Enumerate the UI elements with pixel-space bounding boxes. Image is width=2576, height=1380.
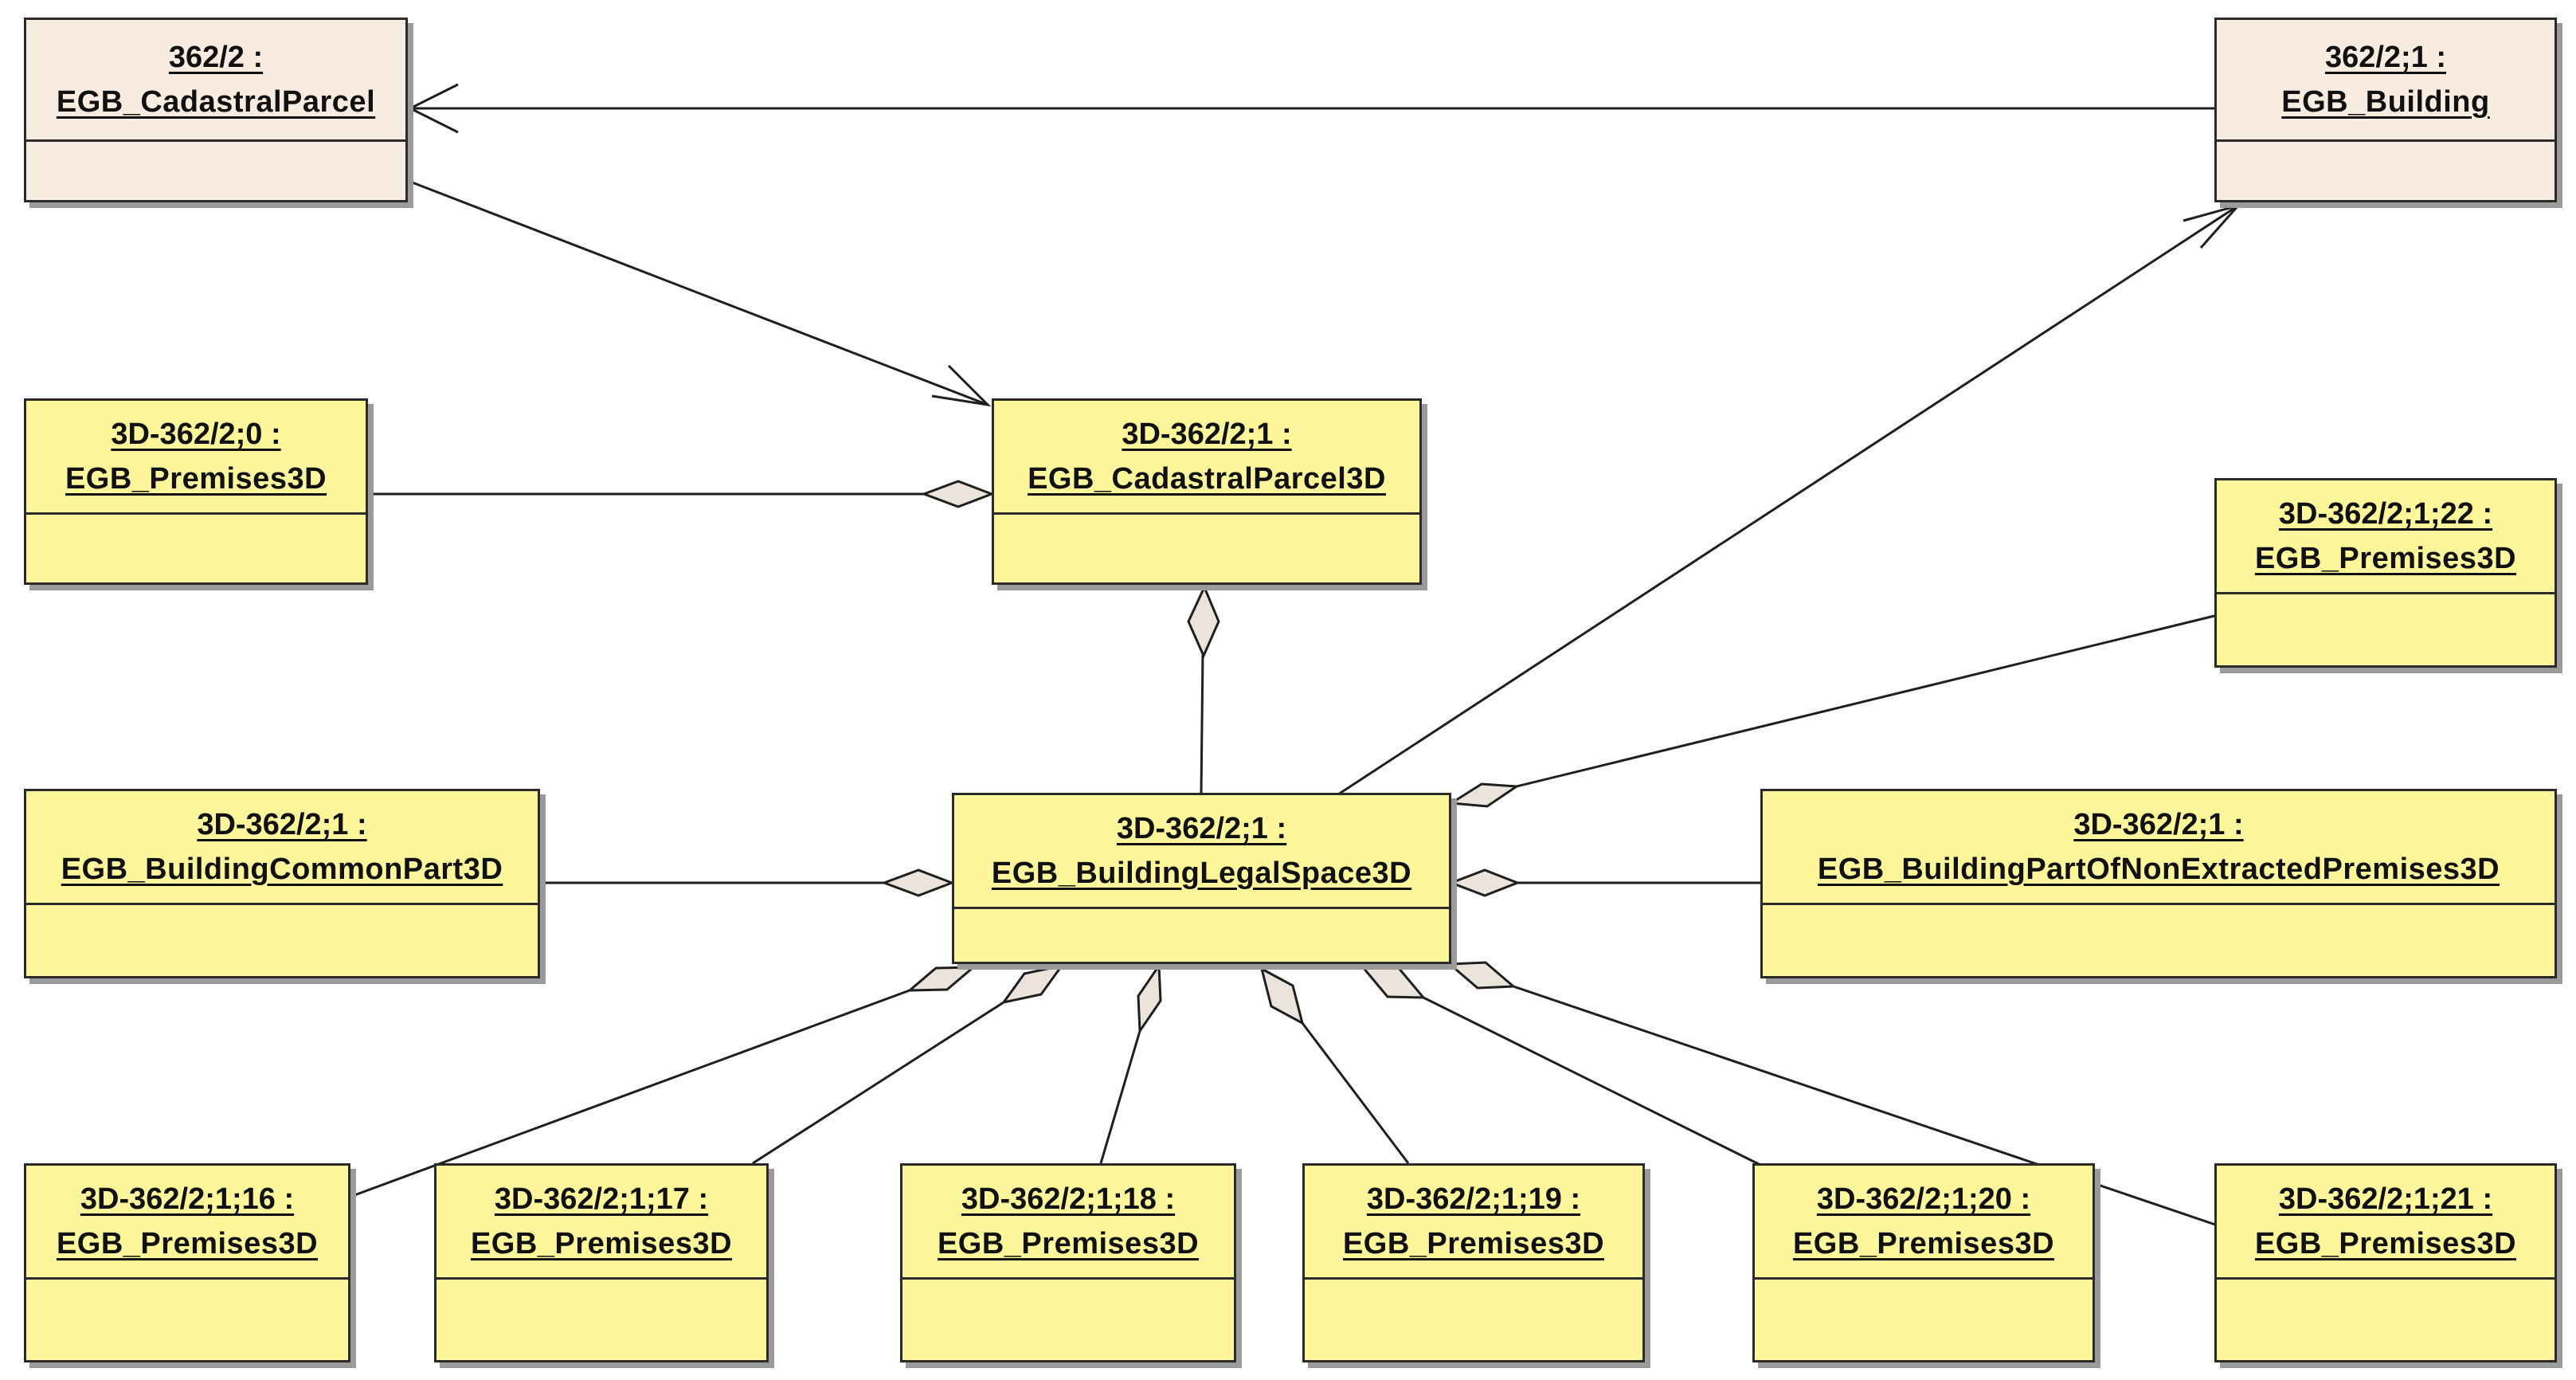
node-header: 3D-362/2;1;18 : EGB_Premises3D [902, 1166, 1234, 1280]
node-premises-16[interactable]: 3D-362/2;1;16 : EGB_Premises3D [24, 1163, 350, 1362]
object-class: EGB_Premises3D [56, 1227, 319, 1260]
object-class: EGB_Building [2281, 85, 2490, 119]
node-header: 3D-362/2;1 : EGB_BuildingCommonPart3D [26, 791, 538, 905]
node-header: 362/2;1 : EGB_Building [2217, 20, 2554, 142]
object-class: EGB_Premises3D [2254, 542, 2517, 575]
object-id: 3D-362/2;1 : [1116, 812, 1287, 845]
node-premises-17[interactable]: 3D-362/2;1;17 : EGB_Premises3D [434, 1163, 769, 1362]
node-premises-18[interactable]: 3D-362/2;1;18 : EGB_Premises3D [900, 1163, 1236, 1362]
node-cadastral-parcel[interactable]: 362/2 : EGB_CadastralParcel [24, 18, 408, 202]
node-building-common-part-3d[interactable]: 3D-362/2;1 : EGB_BuildingCommonPart3D [24, 789, 540, 978]
object-id: 3D-362/2;1;19 : [1366, 1182, 1581, 1216]
object-id: 3D-362/2;1 : [2073, 808, 2244, 841]
node-header: 3D-362/2;1 : EGB_BuildingLegalSpace3D [954, 795, 1449, 909]
edge-premises21-to-legalspace[interactable] [1447, 961, 2223, 1229]
node-header: 3D-362/2;1 : EGB_CadastralParcel3D [994, 401, 1419, 515]
object-class: EGB_BuildingLegalSpace3D [991, 857, 1412, 890]
object-id: 3D-362/2;1 : [1122, 418, 1292, 451]
node-header: 3D-362/2;1;19 : EGB_Premises3D [1305, 1166, 1642, 1280]
edge-premises22-to-legalspace[interactable] [1447, 614, 2215, 808]
object-id: 3D-362/2;1 : [197, 808, 367, 841]
node-header: 3D-362/2;1;21 : EGB_Premises3D [2217, 1166, 2554, 1280]
node-building-part-non-extracted-3d[interactable]: 3D-362/2;1 : EGB_BuildingPartOfNonExtrac… [1760, 789, 2557, 978]
edge-legalspace-to-parcel3d[interactable] [1187, 584, 1220, 794]
node-premises-0[interactable]: 3D-362/2;0 : EGB_Premises3D [24, 398, 368, 585]
object-class: EGB_CadastralParcel3D [1028, 462, 1386, 496]
object-id: 362/2;1 : [2324, 41, 2447, 74]
edge-premises17-to-legalspace[interactable] [752, 963, 1065, 1165]
object-class: EGB_Premises3D [470, 1227, 733, 1260]
object-id: 3D-362/2;1;22 : [2278, 497, 2493, 531]
edge-premises20-to-legalspace[interactable] [1360, 966, 1761, 1166]
node-header: 3D-362/2;1;17 : EGB_Premises3D [437, 1166, 766, 1280]
node-header: 3D-362/2;1;22 : EGB_Premises3D [2217, 480, 2554, 594]
edge-building-to-parcel[interactable] [407, 83, 2214, 134]
edge-commonpart-to-legalspace[interactable] [540, 868, 956, 897]
node-cadastral-parcel-3d[interactable]: 3D-362/2;1 : EGB_CadastralParcel3D [992, 398, 1422, 585]
edge-premises16-to-legalspace[interactable] [354, 966, 977, 1197]
object-class: EGB_Premises3D [2254, 1227, 2517, 1260]
node-header: 3D-362/2;0 : EGB_Premises3D [26, 401, 366, 515]
node-building-legal-space-3d[interactable]: 3D-362/2;1 : EGB_BuildingLegalSpace3D [952, 793, 1451, 964]
object-class: EGB_Premises3D [937, 1227, 1200, 1260]
object-id: 3D-362/2;1;16 : [80, 1182, 295, 1216]
edge-parcel-to-parcel3d[interactable] [409, 180, 992, 407]
object-id: 362/2 : [168, 41, 264, 74]
node-header: 3D-362/2;1;16 : EGB_Premises3D [26, 1166, 348, 1280]
node-premises-22[interactable]: 3D-362/2;1;22 : EGB_Premises3D [2214, 478, 2557, 668]
edge-premises19-to-legalspace[interactable] [1259, 966, 1410, 1164]
object-id: 3D-362/2;0 : [111, 418, 281, 451]
object-id: 3D-362/2;1;18 : [961, 1182, 1176, 1216]
object-class: EGB_CadastralParcel [56, 85, 376, 119]
edge-premises18-to-legalspace[interactable] [1099, 962, 1162, 1164]
object-class: EGB_Premises3D [1792, 1227, 2055, 1260]
edge-legalspace-to-building[interactable] [1337, 203, 2242, 796]
node-header: 3D-362/2;1;20 : EGB_Premises3D [1755, 1166, 2093, 1280]
object-class: EGB_Premises3D [65, 462, 327, 496]
edge-premises0-to-parcel3d[interactable] [368, 480, 996, 508]
node-premises-21[interactable]: 3D-362/2;1;21 : EGB_Premises3D [2214, 1163, 2557, 1362]
object-class: EGB_BuildingPartOfNonExtractedPremises3D [1817, 853, 2500, 886]
node-header: 362/2 : EGB_CadastralParcel [26, 20, 405, 142]
node-premises-20[interactable]: 3D-362/2;1;20 : EGB_Premises3D [1752, 1163, 2095, 1362]
object-class: EGB_Premises3D [1342, 1227, 1605, 1260]
object-id: 3D-362/2;1;17 : [494, 1182, 709, 1216]
edge-nonextracted-to-legalspace[interactable] [1447, 868, 1760, 897]
object-class: EGB_BuildingCommonPart3D [61, 853, 503, 886]
node-premises-19[interactable]: 3D-362/2;1;19 : EGB_Premises3D [1302, 1163, 1645, 1362]
node-header: 3D-362/2;1 : EGB_BuildingPartOfNonExtrac… [1763, 791, 2554, 905]
node-building[interactable]: 362/2;1 : EGB_Building [2214, 18, 2557, 202]
object-id: 3D-362/2;1;21 : [2278, 1182, 2493, 1216]
object-id: 3D-362/2;1;20 : [1816, 1182, 2031, 1216]
